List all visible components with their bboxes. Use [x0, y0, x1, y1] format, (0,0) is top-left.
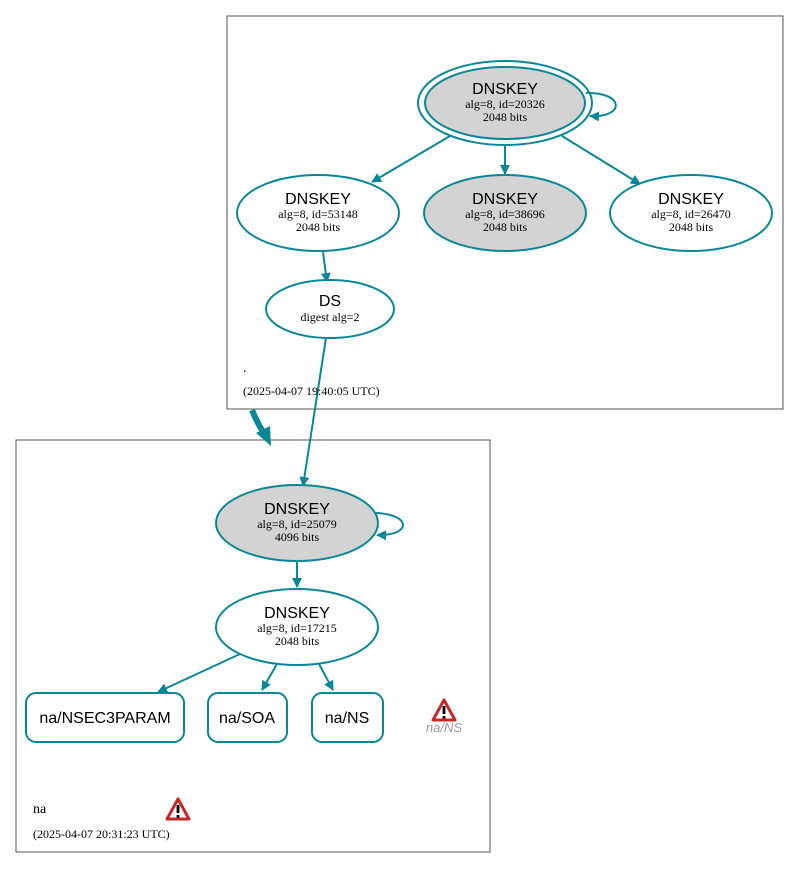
zone-na-name: na: [33, 802, 47, 817]
node-bits: 2048 bits: [669, 220, 714, 234]
rrset-nsec3param[interactable]: na/NSEC3PARAM: [25, 692, 185, 743]
warning-triangle-icon[interactable]: [165, 797, 191, 821]
zone-na-cluster: [15, 439, 491, 853]
edges: [157, 91, 641, 693]
node-bits: 2048 bits: [275, 634, 320, 648]
rrset-ns[interactable]: na/NS: [311, 692, 384, 743]
node-title: DNSKEY: [264, 501, 330, 518]
rrset-soa[interactable]: na/SOA: [207, 692, 288, 743]
node-alg-id: alg=8, id=53148: [278, 207, 358, 221]
node-title: DNSKEY: [264, 605, 330, 622]
warning-label: na/NS: [426, 720, 462, 735]
node-title: DS: [319, 293, 341, 310]
self-loop-root-ksk: [585, 91, 617, 122]
node-dnskey-38696[interactable]: DNSKEY alg=8, id=38696 2048 bits: [423, 174, 587, 252]
node-alg-id: alg=8, id=17215: [257, 621, 337, 635]
delegation-arrowhead: [256, 426, 271, 446]
self-loop-na-ksk: [374, 512, 404, 541]
rrset-label: na/SOA: [219, 710, 275, 727]
warning-node-ns[interactable]: na/NS: [426, 698, 462, 735]
node-dnskey-17215[interactable]: DNSKEY alg=8, id=17215 2048 bits: [215, 588, 379, 666]
node-title: DNSKEY: [285, 191, 351, 208]
edge-zsk-to-ns: [318, 663, 334, 691]
edge-ksk-to-53148: [371, 135, 451, 183]
zone-root-name: .: [243, 361, 247, 376]
warning-triangle-icon: [431, 698, 457, 722]
node-dnskey-25079[interactable]: DNSKEY alg=8, id=25079 4096 bits: [215, 484, 379, 562]
node-dnskey-26470[interactable]: DNSKEY alg=8, id=26470 2048 bits: [609, 174, 773, 252]
node-title: DNSKEY: [472, 191, 538, 208]
node-alg-id: alg=8, id=20326: [465, 97, 545, 111]
node-digest: digest alg=2: [300, 310, 359, 324]
node-title: DNSKEY: [472, 81, 538, 98]
node-ds[interactable]: DS digest alg=2: [265, 279, 395, 339]
edge-53148-to-ds: [320, 251, 331, 283]
zone-na-timestamp: (2025-04-07 20:31:23 UTC): [33, 827, 170, 841]
zone-root-timestamp: (2025-04-07 19:40:05 UTC): [243, 384, 380, 398]
node-bits: 4096 bits: [275, 530, 320, 544]
node-alg-id: alg=8, id=26470: [651, 207, 731, 221]
node-title: DNSKEY: [658, 191, 724, 208]
node-alg-id: alg=8, id=38696: [465, 207, 545, 221]
rrset-label: na/NS: [325, 710, 369, 727]
node-dnskey-53148[interactable]: DNSKEY alg=8, id=53148 2048 bits: [236, 174, 400, 252]
node-dnskey-20326[interactable]: DNSKEY alg=8, id=20326 2048 bits: [417, 60, 593, 146]
node-bits: 2048 bits: [483, 110, 528, 124]
zone-root-cluster: [226, 15, 784, 410]
edge-zsk-to-nsec3param: [157, 653, 241, 693]
node-bits: 2048 bits: [483, 220, 528, 234]
edge-ksk-to-26470: [561, 135, 641, 185]
rrset-label: na/NSEC3PARAM: [39, 710, 170, 727]
node-bits: 2048 bits: [296, 220, 341, 234]
edge-ds-to-na-ksk: [299, 337, 327, 487]
edge-zsk-to-soa: [261, 663, 278, 691]
node-alg-id: alg=8, id=25079: [257, 517, 337, 531]
